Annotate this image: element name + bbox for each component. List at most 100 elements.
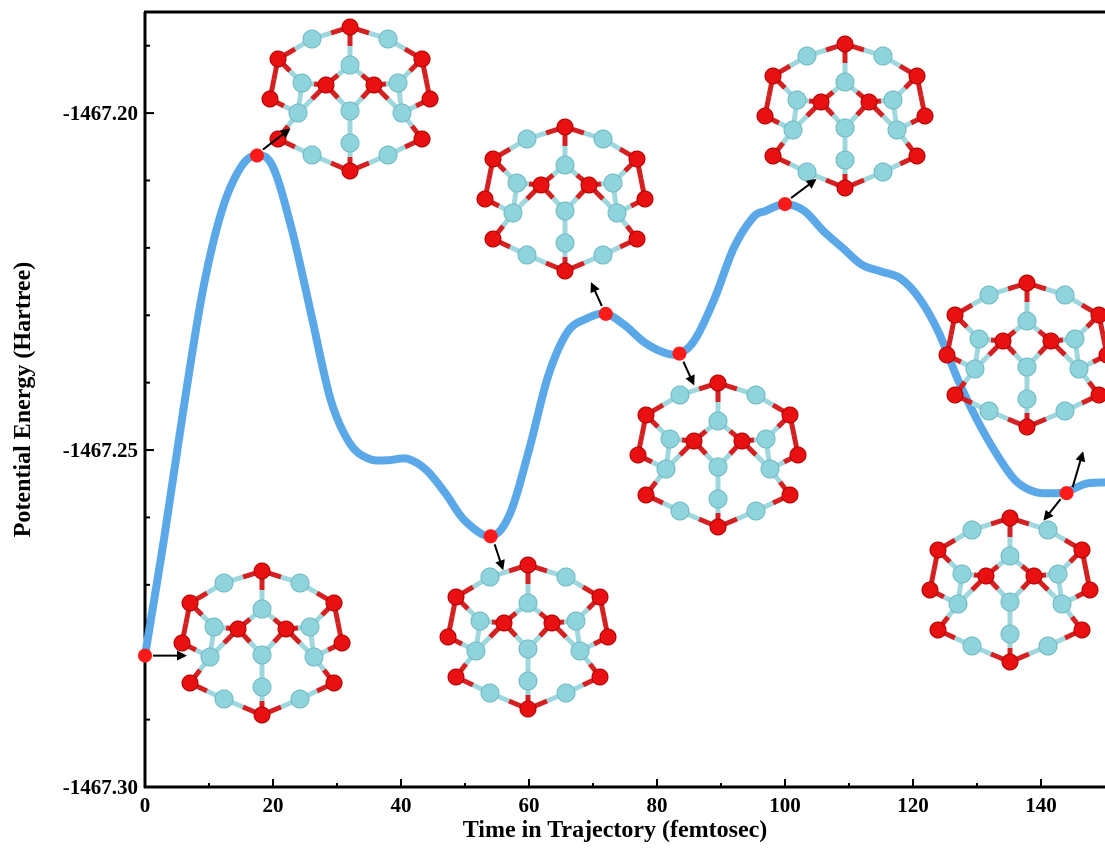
atom-oxygen <box>277 620 295 638</box>
atom-other <box>962 636 982 656</box>
atom-other <box>979 401 999 421</box>
atom-other <box>252 677 272 697</box>
highlight-point <box>483 529 498 544</box>
atom-other <box>1069 359 1089 379</box>
bond-half <box>1100 334 1105 356</box>
atom-oxygen <box>1090 306 1105 324</box>
atom-oxygen <box>836 35 854 53</box>
atom-other <box>518 593 538 613</box>
connector-arrow <box>590 282 603 307</box>
atom-oxygen <box>1025 567 1043 585</box>
atom-other <box>660 429 680 449</box>
atom-oxygen <box>908 147 926 165</box>
atom-other <box>835 150 855 170</box>
atom-oxygen <box>764 147 782 165</box>
atom-other <box>290 689 310 709</box>
atom-oxygen <box>591 588 609 606</box>
structure-t72 <box>476 118 654 280</box>
atom-other <box>566 611 586 631</box>
atom-oxygen <box>317 76 335 94</box>
atom-other <box>570 641 590 661</box>
atom-other <box>340 55 360 75</box>
atom-other <box>200 647 220 667</box>
atom-other <box>466 641 486 661</box>
atom-oxygen <box>908 67 926 85</box>
atom-other <box>797 46 817 66</box>
atom-other <box>787 90 807 110</box>
atom-other <box>252 645 272 665</box>
atom-other <box>670 385 690 405</box>
atom-oxygen <box>637 406 655 424</box>
highlight-point <box>598 306 613 321</box>
atom-oxygen <box>860 93 878 111</box>
atom-other <box>1038 520 1058 540</box>
atom-oxygen <box>946 386 964 404</box>
atom-other <box>797 162 817 182</box>
atom-other <box>873 46 893 66</box>
atom-other <box>555 155 575 175</box>
connector-arrow <box>1071 451 1086 488</box>
atom-other <box>1017 357 1037 377</box>
atom-oxygen <box>447 588 465 606</box>
atom-oxygen <box>253 562 271 580</box>
atom-oxygen <box>532 176 550 194</box>
structure-t144-upper <box>938 274 1105 436</box>
x-tick-label: 60 <box>519 793 540 817</box>
atom-oxygen <box>421 90 439 108</box>
atom-other <box>304 647 324 667</box>
atom-other <box>1000 624 1020 644</box>
structure-t0 <box>173 562 351 724</box>
atom-oxygen <box>1081 581 1099 599</box>
atom-other <box>378 29 398 49</box>
atom-other <box>835 118 855 138</box>
atom-other <box>556 567 576 587</box>
atom-oxygen <box>994 332 1012 350</box>
atom-other <box>288 103 308 123</box>
atom-other <box>1017 389 1037 409</box>
atom-oxygen <box>929 621 947 639</box>
atom-oxygen <box>476 190 494 208</box>
x-tick-label: 100 <box>769 793 801 817</box>
highlight-point <box>138 648 152 663</box>
atom-oxygen <box>333 634 351 652</box>
atom-oxygen <box>938 346 956 364</box>
arrows-layer <box>153 128 1086 661</box>
atom-oxygen <box>685 432 703 450</box>
structure-t144-lower <box>921 509 1099 671</box>
x-tick-label: 0 <box>140 793 151 817</box>
atom-other <box>607 203 627 223</box>
structure-t100 <box>756 35 934 197</box>
atom-oxygen <box>789 446 807 464</box>
structures-layer <box>173 18 1105 724</box>
atom-other <box>556 683 576 703</box>
atom-other <box>887 120 907 140</box>
atom-oxygen <box>977 567 995 585</box>
atom-oxygen <box>916 107 934 125</box>
atom-oxygen <box>495 614 513 632</box>
atom-oxygen <box>519 556 537 574</box>
atom-oxygen <box>709 374 727 392</box>
atom-oxygen <box>269 50 287 68</box>
atom-other <box>517 129 537 149</box>
atom-other <box>746 501 766 521</box>
atom-oxygen <box>733 432 751 450</box>
connector-arrow <box>1043 498 1062 521</box>
atom-other <box>708 411 728 431</box>
atom-oxygen <box>439 628 457 646</box>
highlight-point <box>250 148 264 163</box>
atom-oxygen <box>447 668 465 686</box>
atom-other <box>214 573 234 593</box>
atom-other <box>1048 564 1068 584</box>
atom-oxygen <box>261 90 279 108</box>
atom-other <box>518 671 538 691</box>
atom-oxygen <box>181 674 199 692</box>
atom-other <box>962 520 982 540</box>
atom-other <box>656 459 676 479</box>
atom-other <box>948 594 968 614</box>
atom-oxygen <box>764 67 782 85</box>
atom-other <box>555 233 575 253</box>
atom-oxygen <box>181 594 199 612</box>
connector-arrow <box>682 361 695 386</box>
